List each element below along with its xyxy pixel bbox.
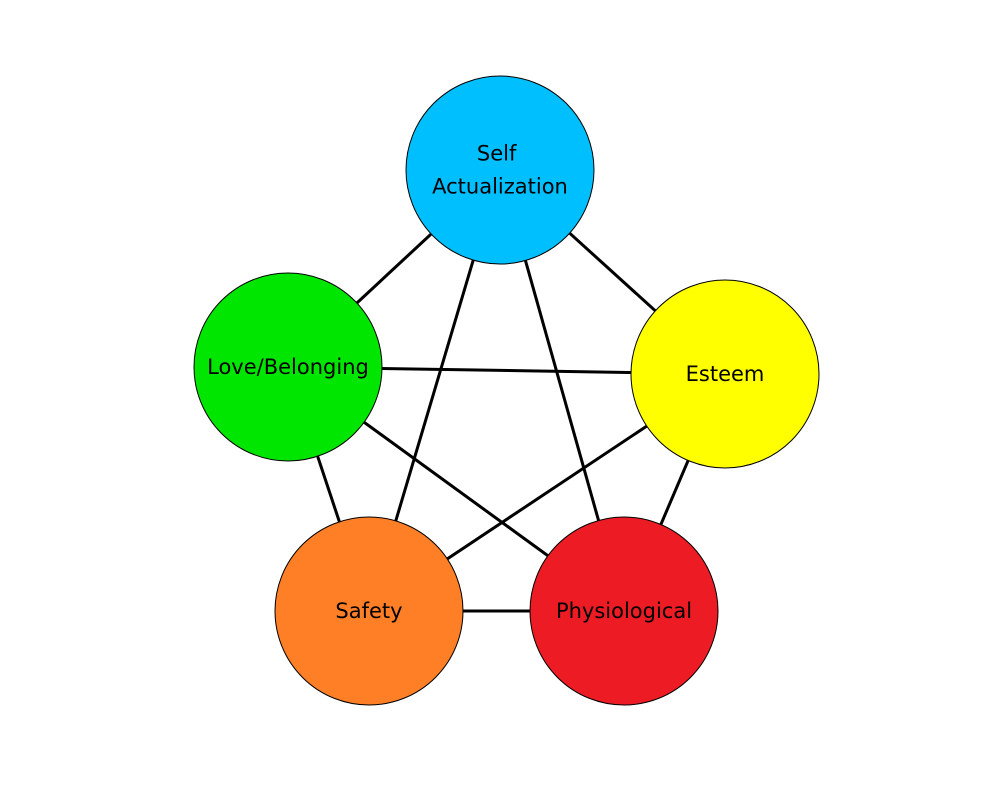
node-physiological: Physiological [529, 516, 719, 706]
self-actualization-circle [405, 75, 595, 265]
love-belonging-label: Love/Belonging [207, 355, 369, 379]
self-actualization-label-line-2: Actualization [432, 175, 568, 199]
node-love-belonging: Love/Belonging [193, 272, 383, 462]
safety-label: Safety [335, 599, 402, 623]
self-actualization-label-line-1: Self [477, 142, 517, 166]
esteem-circle [630, 279, 820, 469]
physiological-label-line-1: Physiological [556, 599, 692, 623]
physiological-label: Physiological [556, 599, 692, 623]
esteem-label-line-1: Esteem [686, 362, 765, 386]
node-esteem: Esteem [630, 279, 820, 469]
safety-circle [274, 516, 464, 706]
love-belonging-label-line-1: Love/Belonging [207, 355, 369, 379]
love-belonging-circle [193, 272, 383, 462]
self-actualization-label: Self Actualization [432, 142, 568, 199]
safety-label-line-1: Safety [335, 599, 402, 623]
physiological-circle [529, 516, 719, 706]
node-self-actualization: Self Actualization [405, 75, 595, 265]
node-safety: Safety [274, 516, 464, 706]
esteem-label: Esteem [686, 362, 765, 386]
